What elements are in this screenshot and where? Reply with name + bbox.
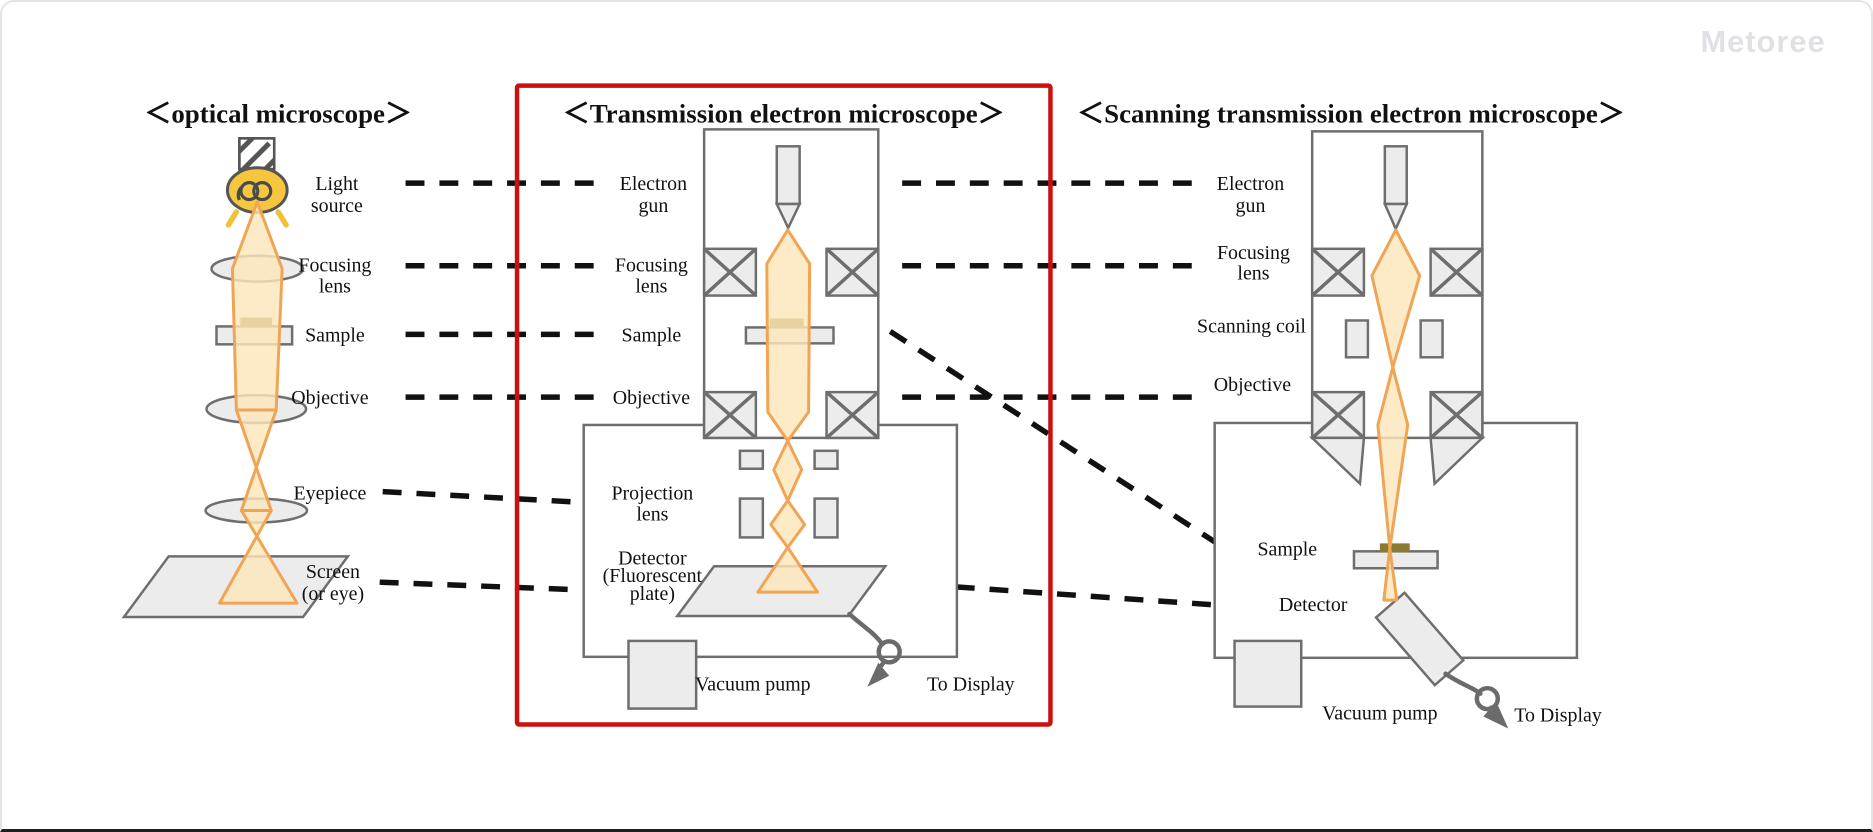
dash-screen-detector: [379, 579, 588, 593]
stem-label-focusing-line2: lens: [1237, 263, 1269, 285]
stem-focusing-lens-left: [1310, 247, 1366, 297]
light-bulb-base: [238, 137, 276, 171]
stem-sample: [1379, 543, 1410, 553]
tem-title: ＜Transmission electron microscope＞: [563, 98, 1005, 128]
light-ray-right: [275, 209, 289, 228]
tem-aperture-right: [813, 449, 839, 470]
stem-electron-gun: [1382, 145, 1409, 232]
stem-label-sample: Sample: [1257, 538, 1317, 560]
stem-objective-lens-right: [1429, 390, 1486, 487]
dash-diagonal-tem-detector-to-stem-detector: [888, 579, 1232, 609]
metoree-logo: Metoree: [1700, 24, 1825, 59]
tem-label-gun-line2: gun: [638, 195, 668, 217]
stem-label-focusing-line1: Focusing: [1217, 242, 1290, 264]
dash-eyepiece-projection: [382, 488, 587, 506]
stem-label-detector: Detector: [1279, 594, 1348, 616]
tem-vacuum-pump: [627, 639, 698, 710]
tem-label-gun-line1: Electron: [620, 173, 687, 195]
tem-label-objective: Objective: [613, 387, 690, 409]
tem-objective-lens-right: [825, 390, 880, 440]
bulb-filament-coil: [236, 181, 273, 202]
stem-label-vacuum-pump: Vacuum pump: [1322, 703, 1438, 725]
tem-label-detector-line2: (Fluorescent: [603, 565, 703, 587]
stem-label-gun-line2: gun: [1236, 195, 1266, 217]
tem-label-focusing-line2: lens: [635, 276, 667, 298]
optical-label-light-source-line1: Light: [315, 173, 359, 195]
stem-label-to-display: To Display: [1514, 705, 1602, 727]
stem-focusing-lens-right: [1429, 247, 1484, 297]
tem-label-to-display: To Display: [927, 674, 1015, 696]
tem-label-detector-line1: Detector: [618, 547, 687, 569]
stem-detector: [1374, 590, 1466, 687]
optical-label-objective: Objective: [291, 387, 368, 409]
stem-display-arrow-icon: [1483, 701, 1509, 729]
optical-label-light-source-line2: source: [311, 195, 363, 217]
optical-label-screen-line1: Screen: [306, 561, 360, 583]
optical-label-screen-line2: (or eye): [302, 583, 364, 605]
stem-sample-holder: [1352, 550, 1439, 570]
tem-label-sample: Sample: [622, 324, 682, 346]
optical-label-eyepiece: Eyepiece: [293, 483, 366, 505]
tem-display-arrow-icon: [867, 662, 890, 687]
stem-title: ＜Scanning transmission electron microsco…: [1077, 98, 1624, 128]
stem-objective-lens-left: [1309, 390, 1366, 487]
tem-projection-lens-left: [738, 497, 765, 539]
tem-highlight-frame: [514, 83, 1053, 727]
tem-focusing-lens-right: [825, 247, 880, 297]
optical-light-beam: [217, 200, 299, 605]
optical-title: ＜optical microscope＞: [145, 98, 412, 128]
tem-chamber: [582, 423, 959, 659]
stem-label-objective: Objective: [1214, 374, 1291, 396]
optical-label-focusing-line1: Focusing: [298, 255, 371, 277]
tem-label-vacuum-pump: Vacuum pump: [695, 674, 811, 696]
stem-vacuum-pump: [1233, 639, 1303, 708]
tem-label-focusing-line1: Focusing: [615, 255, 688, 277]
stem-electron-beam: [1370, 228, 1422, 602]
tem-objective-lens-left: [702, 390, 758, 440]
stem-label-gun-line1: Electron: [1217, 173, 1284, 195]
stem-section: ＜Scanning transmission electron microsco…: [1077, 98, 1625, 729]
stem-display-cable: [1443, 671, 1509, 729]
optical-microscope-section: ＜optical microscope＞: [121, 98, 412, 619]
light-ray-left: [225, 209, 240, 228]
dash-diagonal-tem-sample-to-stem-sample: [888, 329, 1238, 558]
optical-label-focusing-line2: lens: [319, 276, 351, 298]
optical-label-sample: Sample: [305, 324, 365, 346]
tem-label-projection-line1: Projection: [611, 483, 693, 505]
stem-label-scanning-coil: Scanning coil: [1197, 315, 1306, 337]
tem-electron-gun: [774, 145, 802, 231]
stem-scanning-coil-left: [1344, 319, 1370, 359]
tem-section: ＜Transmission electron microscope＞: [563, 98, 1015, 710]
stem-scanning-coil-right: [1419, 319, 1444, 359]
tem-aperture-left: [738, 449, 765, 470]
tem-label-projection-line2: lens: [636, 503, 668, 525]
tem-label-detector-line3: plate): [630, 583, 675, 605]
tem-projection-lens-right: [813, 497, 839, 539]
tem-focusing-lens-left: [702, 247, 758, 297]
tem-display-cable: [847, 611, 902, 687]
tem-electron-beam: [756, 228, 820, 594]
